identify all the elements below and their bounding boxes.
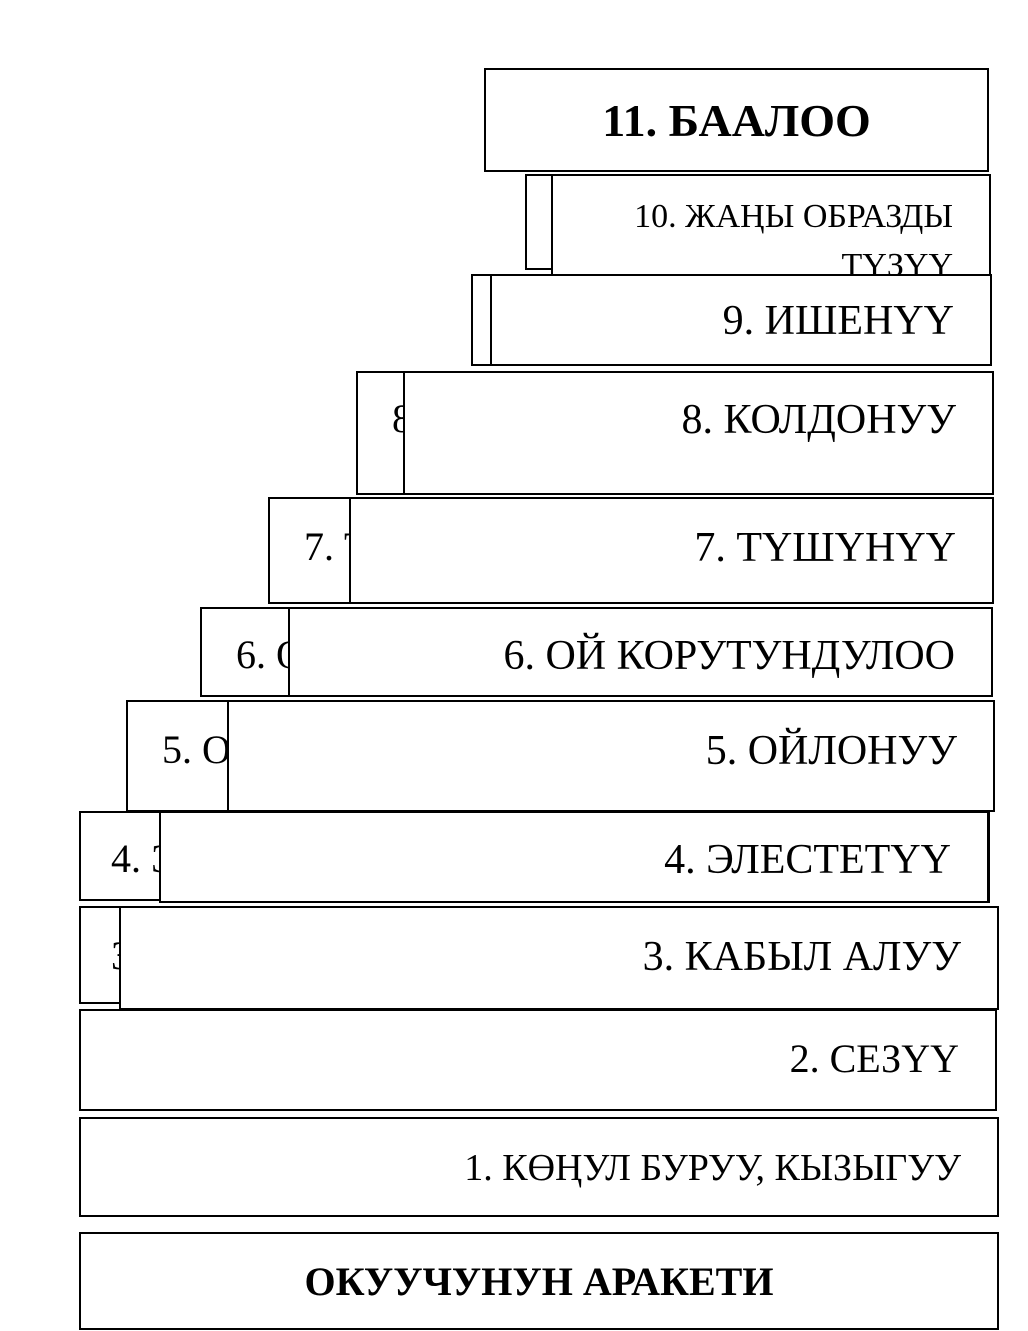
step-2-label: 2. СЕЗҮҮ	[789, 1036, 959, 1081]
step-11-label: 11. БААЛОО	[602, 95, 871, 146]
base-box: ОКУУЧУНУН АРАКЕТИ	[79, 1232, 999, 1330]
step-5-label: 5. ОЙЛОНУУ	[705, 728, 957, 774]
step-3-box: 3. КАБЫЛ АЛУУ	[119, 906, 999, 1010]
step-5-ghost-label: 5. О	[162, 727, 231, 772]
step-10-label-line2: ТҮЗҮҮ	[841, 247, 953, 275]
step-4-label: 4. ЭЛЕСТЕТҮҮ	[664, 837, 951, 883]
step-9-label: 9. ИШЕНҮҮ	[722, 298, 954, 344]
step-10-box: 10. ЖАҢЫ ОБРАЗДЫ ТҮЗҮҮ	[551, 174, 991, 274]
step-8-label: 8. КОЛДОНУУ	[681, 397, 956, 443]
step-3-label: 3. КАБЫЛ АЛУУ	[642, 934, 961, 980]
step-4-shadow-line	[988, 811, 990, 903]
step-1-box: 1. КӨҢУЛ БУРУУ, КЫЗЫГУУ	[79, 1117, 999, 1217]
step-10-label-line1: 10. ЖАҢЫ ОБРАЗДЫ	[634, 198, 953, 235]
step-4-box: 4. ЭЛЕСТЕТҮҮ	[159, 811, 989, 903]
step-8-box: 8. КОЛДОНУУ	[403, 371, 994, 495]
step-6-label: 6. ОЙ КОРУТУНДУЛОО	[503, 633, 955, 679]
step-11-box: 11. БААЛОО	[484, 68, 989, 172]
step-2-box: 2. СЕЗҮҮ	[79, 1009, 997, 1111]
step-9-box: 9. ИШЕНҮҮ	[490, 274, 992, 366]
step-7-box: 7. ТҮШҮНҮҮ	[349, 497, 994, 604]
step-1-label: 1. КӨҢУЛ БУРУУ, КЫЗЫГУУ	[464, 1147, 961, 1189]
step-5-box: 5. ОЙЛОНУУ	[227, 700, 995, 812]
step-6-box: 6. ОЙ КОРУТУНДУЛОО	[288, 607, 993, 697]
base-label: ОКУУЧУНУН АРАКЕТИ	[304, 1259, 774, 1304]
step-7-label: 7. ТҮШҮНҮҮ	[694, 525, 956, 571]
